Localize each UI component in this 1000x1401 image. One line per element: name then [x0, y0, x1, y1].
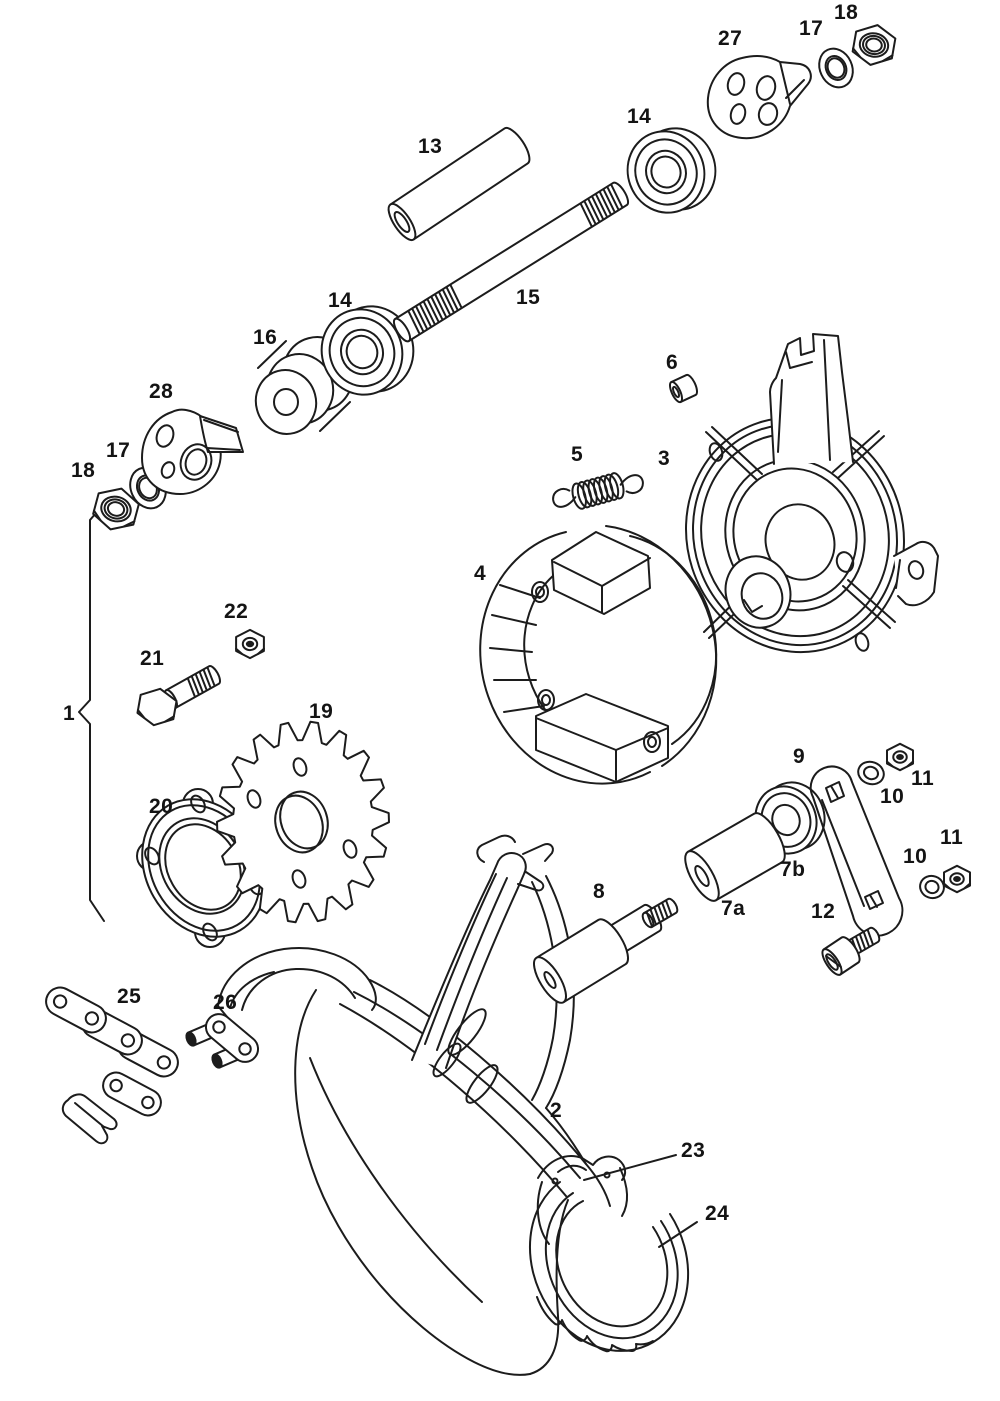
part-label-26: 26 — [213, 991, 238, 1014]
part-label-11-lower: 11 — [940, 826, 964, 849]
part-label-24: 24 — [705, 1202, 730, 1225]
part-label-7a: 7a — [721, 897, 746, 920]
part-label-3: 3 — [658, 447, 671, 470]
part-label-23: 23 — [681, 1139, 706, 1162]
part-3-brake-backing-plate — [685, 333, 939, 654]
part-label-17-left: 17 — [106, 439, 131, 462]
part-label-8: 8 — [593, 880, 606, 903]
part-label-14-upper: 14 — [627, 105, 652, 128]
part-label-17-right: 17 — [799, 17, 824, 40]
leader-line-24 — [658, 1221, 698, 1248]
part-19-sprocket — [216, 720, 390, 924]
part-label-22: 22 — [224, 600, 249, 623]
part-18-axle-nut-left — [92, 487, 140, 531]
part-4-brake-shoes — [479, 525, 718, 785]
part-11-nut-lower — [942, 864, 972, 894]
leader-line-23 — [583, 1154, 677, 1181]
part-label-6: 6 — [666, 351, 679, 374]
part-label-10-lower: 10 — [903, 845, 928, 868]
part-label-21: 21 — [140, 647, 165, 670]
part-7a-bushing — [684, 812, 786, 902]
part-label-2: 2 — [550, 1099, 563, 1122]
part-8-adjuster-pin — [533, 897, 679, 1004]
part-25-drive-chain — [45, 986, 179, 1145]
part-label-4: 4 — [474, 562, 487, 585]
part-label-9: 9 — [793, 745, 806, 768]
part-12-pivot-bolt — [821, 926, 881, 976]
part-label-7b: 7b — [780, 858, 806, 881]
part-label-18-left: 18 — [71, 459, 96, 482]
part-13-spacer-tube — [387, 127, 531, 242]
part-14-bearing-upper — [626, 127, 717, 214]
part-28-lock-plate — [141, 408, 244, 495]
part-27-lock-plate — [706, 55, 812, 140]
part-label-14-lower: 14 — [328, 289, 353, 312]
part-label-15: 15 — [516, 286, 541, 309]
part-15-axle-shaft — [392, 181, 630, 343]
part-11-nut-upper — [885, 742, 915, 772]
part-label-12: 12 — [811, 900, 836, 923]
part-17-washer-right — [818, 47, 854, 89]
part-24-rubber-boot — [529, 1181, 698, 1353]
part-label-28: 28 — [149, 380, 174, 403]
part-label-18-right: 18 — [834, 1, 859, 24]
part-21-bolt — [136, 665, 221, 727]
part-10-washer-upper — [857, 760, 885, 786]
part-14-bearing-lower — [320, 305, 415, 396]
part-10-washer-lower — [919, 874, 945, 900]
part-2-swingarm — [217, 834, 611, 1376]
part-label-16: 16 — [253, 326, 278, 349]
part-label-13: 13 — [418, 135, 443, 158]
part-label-1: 1 — [63, 702, 76, 725]
part-1-assembly-bracket — [78, 505, 105, 922]
part-label-5: 5 — [571, 443, 584, 466]
part-18-axle-nut-right — [851, 24, 897, 66]
part-23-clamp — [536, 1154, 677, 1245]
part-label-19: 19 — [309, 700, 334, 723]
part-5-return-spring — [552, 472, 644, 510]
part-label-10-upper: 10 — [880, 785, 905, 808]
part-label-25: 25 — [117, 985, 142, 1008]
part-16-hub-spacer — [254, 336, 355, 435]
part-22-nut — [235, 628, 265, 660]
part-26-master-link — [185, 1013, 260, 1069]
part-6-plug — [669, 373, 698, 404]
part-label-11-upper: 11 — [911, 767, 935, 790]
part-label-20: 20 — [149, 795, 174, 818]
part-label-27: 27 — [718, 27, 743, 50]
